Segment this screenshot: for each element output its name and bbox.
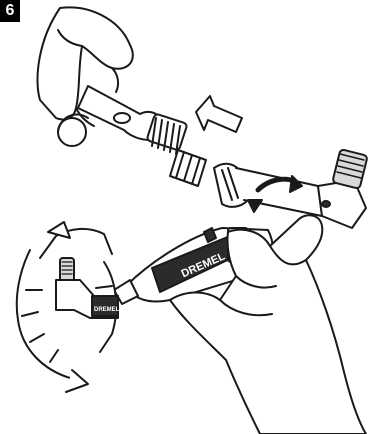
attachment-brand-label: DREMEL [94, 307, 120, 313]
right-angle-head [318, 149, 368, 228]
collet [170, 150, 206, 186]
push-arrow-icon [196, 96, 242, 132]
collet-nut [147, 113, 188, 154]
attachment-housing [214, 164, 322, 216]
